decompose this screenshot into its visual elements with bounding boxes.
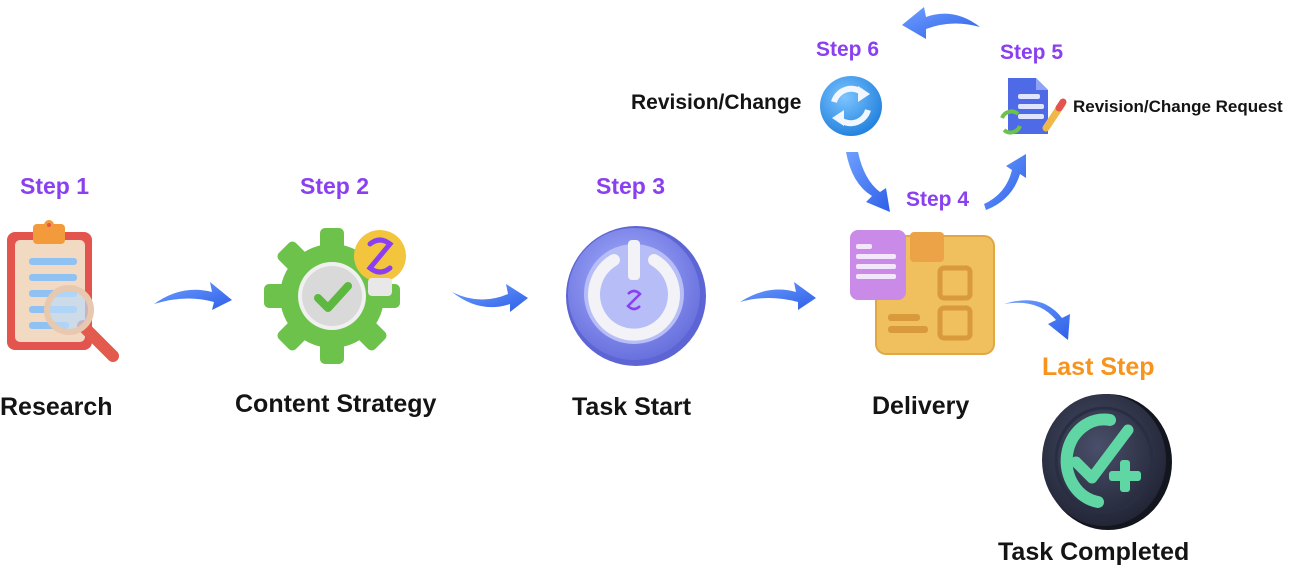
refresh-cycle-icon (820, 76, 882, 136)
step-3-name: Task Start (572, 393, 692, 421)
last-step-label: Last Step (1042, 353, 1155, 381)
clipboard-magnifier-icon (7, 220, 119, 362)
arrow-right-icon (740, 282, 816, 310)
step-6-label: Step 6 (816, 38, 880, 61)
arrow-right-icon (452, 284, 528, 312)
step-5-name: Revision/Change Request (1073, 97, 1283, 116)
arrow-down-icon (846, 152, 890, 212)
package-box-icon (850, 230, 995, 355)
step-1-name: Research (0, 393, 113, 421)
arrow-up-icon (984, 154, 1026, 210)
step-1-label: Step 1 (20, 173, 90, 199)
arrow-down-right-icon (1004, 300, 1070, 340)
power-button-icon (566, 226, 706, 366)
step-6-name: Revision/Change (631, 91, 802, 114)
step-5-label: Step 5 (1000, 41, 1064, 64)
step-2-name: Content Strategy (235, 390, 437, 418)
step-4-name: Delivery (872, 392, 970, 420)
last-step-name: Task Completed (998, 538, 1190, 566)
step-2-label: Step 2 (300, 173, 370, 199)
check-plus-badge-icon (1042, 394, 1172, 530)
gear-lightbulb-icon (264, 228, 406, 364)
document-pencil-icon (1000, 78, 1067, 135)
step-4-label: Step 4 (906, 188, 970, 211)
arrow-left-icon (902, 7, 980, 39)
arrow-right-icon (154, 282, 232, 310)
step-3-label: Step 3 (596, 173, 666, 199)
